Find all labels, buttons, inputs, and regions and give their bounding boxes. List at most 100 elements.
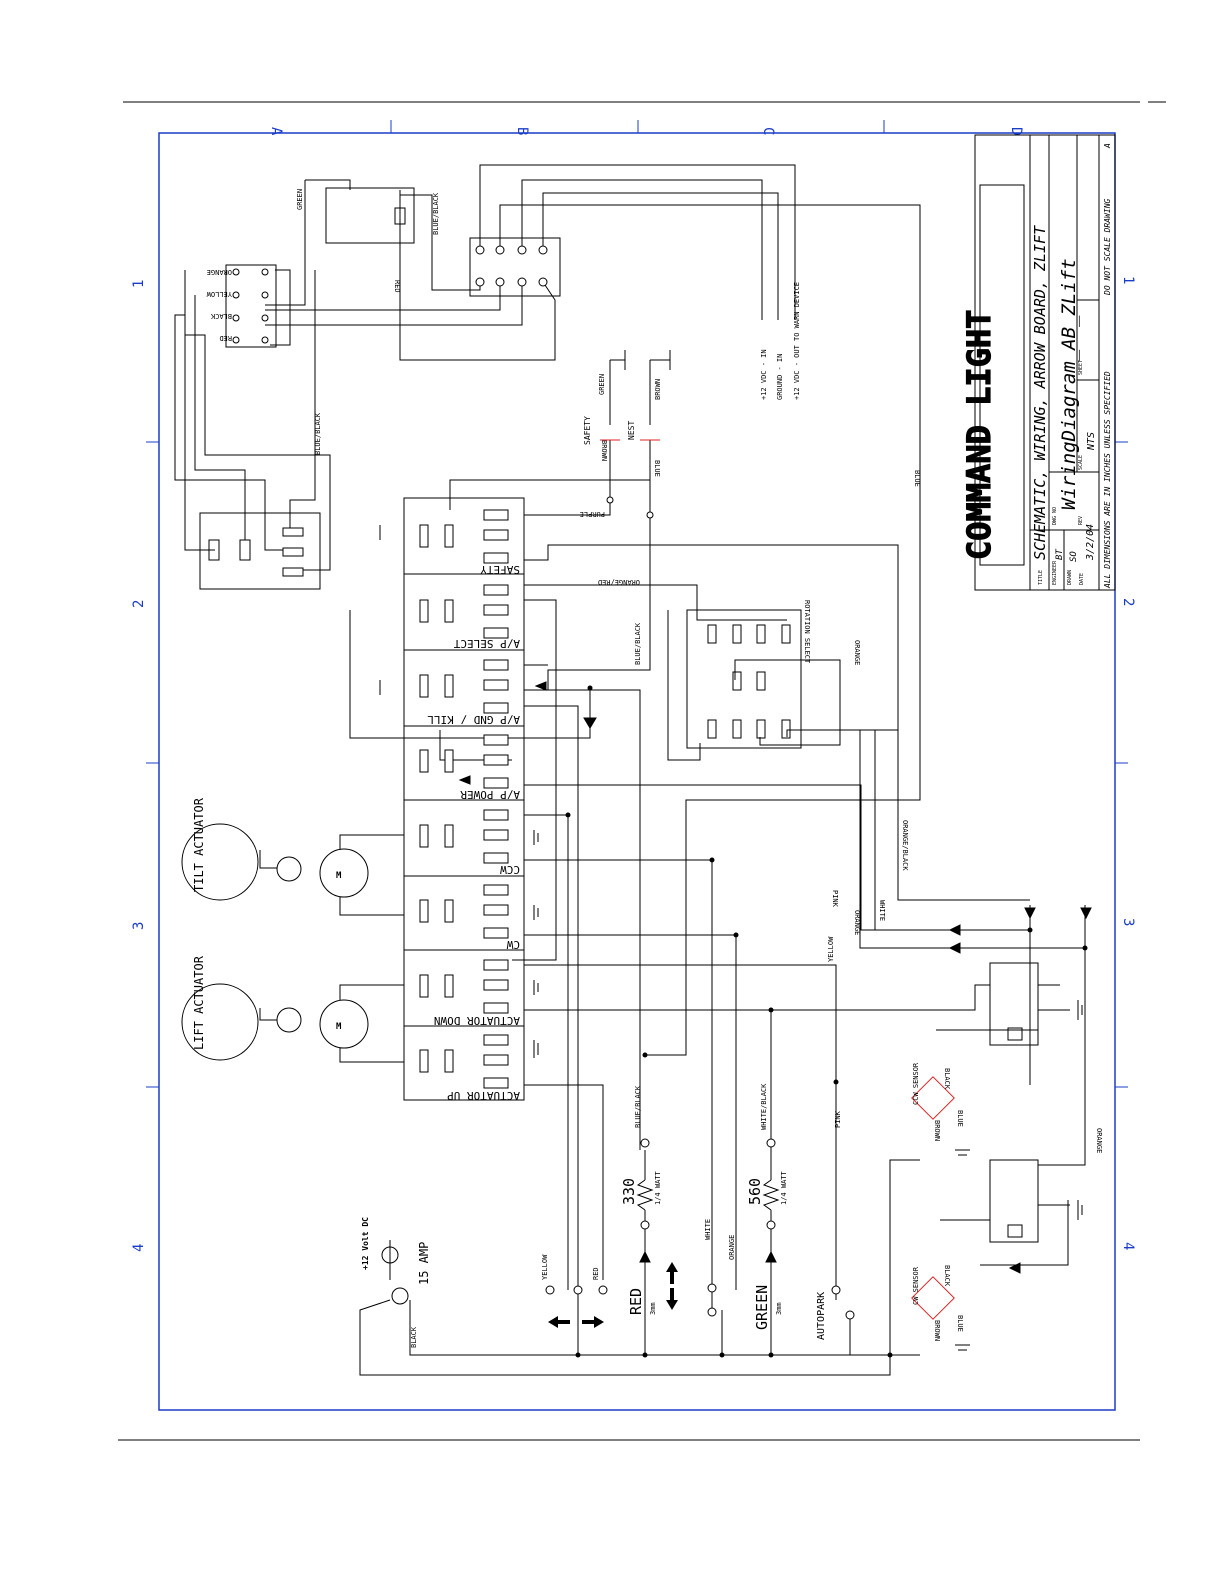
relay-pins: [419, 509, 509, 1089]
relay-label-safety: SAFETY: [480, 563, 520, 576]
wire-label-yellow: YELLOW: [206, 290, 232, 298]
supply-label: +12 Volt DC: [361, 1217, 370, 1270]
wire-label-orange-bottom: ORANGE: [728, 1235, 736, 1260]
engineer-label: ENGINEER: [1052, 560, 1058, 585]
zone-row-3: 3: [131, 922, 147, 930]
zone-row-3-right: 3: [1120, 918, 1136, 926]
wire-label-orange-red: ORANGE/RED: [598, 578, 640, 586]
wire-label-brown-ccw: BROWN: [933, 1120, 941, 1141]
direction-arrows: [548, 1262, 678, 1328]
scale-label: SCALE: [1078, 455, 1084, 470]
wire-label-green: GREEN: [296, 189, 304, 210]
wire-label-purple: PURPLE: [580, 510, 605, 518]
wire-label-blue-right: BLUE: [913, 470, 921, 487]
drawing-title: SCHEMATIC, WIRING, ARROW BOARD, ZLIFT: [1031, 225, 1049, 560]
cw-sensor-label: CW SENSOR: [912, 1266, 920, 1305]
wire-label-pink-top: PINK: [831, 890, 839, 908]
relay-label-ap-select: A/P SELECT: [453, 637, 520, 650]
wire-label-blue-black-top: BLUE/BLACK: [432, 192, 440, 235]
drawn-label: DRAWN: [1067, 570, 1073, 585]
led-green-size: 3mm: [775, 1302, 783, 1315]
relay-label-ap-power: A/P POWER: [460, 788, 520, 801]
tilt-actuator-label: TILT ACTUATOR: [192, 797, 206, 892]
warn-out-label: +12 VDC - OUT TO WARN DEVICE: [793, 282, 801, 400]
power-in-label: +12 VDC - IN: [760, 349, 768, 400]
relay-label-cw: CW: [506, 938, 520, 951]
wire-label-orange-black: ORANGE/BLACK: [901, 820, 909, 871]
nest-switch-label: NEST: [627, 421, 636, 440]
resistor-560-watt: 1/4 WATT: [780, 1170, 788, 1205]
dwg-number: WiringDiagram_AB_ZLift: [1058, 258, 1080, 510]
resistor-330-watt: 1/4 WATT: [654, 1170, 662, 1205]
tilt-motor-label: M: [336, 871, 342, 881]
wire-label-black-ccw: BLACK: [943, 1068, 951, 1090]
zone-row-2-right: 2: [1120, 598, 1136, 606]
sheet-letter: A: [1103, 143, 1112, 149]
ground-in-label: GROUND - IN: [776, 354, 784, 400]
dwg-label: DWG NO: [1052, 507, 1058, 525]
wire-label-black-cw: BLACK: [943, 1265, 951, 1287]
zone-row-1-right: 1: [1120, 276, 1136, 284]
wire-label-brown-cw: BROWN: [933, 1320, 941, 1341]
wire-label-blue-black-bottom: BLUE/BLACK: [634, 1085, 642, 1128]
zone-col-b: B: [514, 127, 530, 135]
date-label: DATE: [1079, 573, 1085, 585]
wire-label-green-safety: GREEN: [598, 374, 606, 395]
rotation-select-label: ROTATION SELECT: [803, 600, 811, 664]
resistor-560-value: 560: [746, 1178, 764, 1205]
wire-label-white-black: WHITE/BLACK: [760, 1083, 768, 1130]
wire-label-yellow-mid: YELLOW: [827, 936, 835, 962]
relay-label-actuator-up: ACTUATOR UP: [447, 1089, 520, 1102]
zone-row-1: 1: [131, 280, 147, 288]
ccw-sensor-label: CCW SENSOR: [912, 1062, 920, 1105]
zone-col-c: C: [760, 127, 776, 135]
connector-pins: [232, 245, 855, 1320]
wire-label-blue-ccw: BLUE: [956, 1110, 964, 1127]
led-red-size: 3mm: [649, 1302, 657, 1315]
wire-label-blue-nest: BLUE: [653, 460, 661, 477]
rev-label: REV: [1078, 516, 1084, 525]
wire-label-white-bottom: WHITE: [704, 1219, 712, 1240]
wire-label-white-right: WHITE: [878, 900, 886, 921]
safety-switch-label: SAFETY: [583, 416, 592, 445]
zone-row-4: 4: [131, 1244, 147, 1252]
wire-label-yellow-bottom: YELLOW: [541, 1254, 549, 1280]
date-value: 3/2/04: [1085, 524, 1096, 561]
wire-label-orange: ORANGE: [207, 268, 232, 276]
logo-text: COMMAND LIGHT: [960, 310, 998, 560]
wire-label-red-bottom: RED: [592, 1267, 600, 1280]
relay-label-ccw: CCW: [500, 863, 520, 876]
relay-label-ap-gnd-kill: A/P GND / KILL: [427, 713, 520, 726]
drawn-value: SO: [1069, 551, 1079, 562]
engineer-value: BT: [1055, 549, 1065, 560]
title-block: COMMAND LIGHT TITLE SCHEMATIC, WIRING, A…: [959, 134, 1116, 591]
lift-actuator-label: LIFT ACTUATOR: [192, 955, 206, 1050]
wire-label-pink-bottom: PINK: [834, 1110, 842, 1128]
sheet-label: SHEET: [1078, 360, 1084, 375]
wire-label-blue-black-left: BLUE/BLACK: [314, 412, 322, 455]
wire-label-blue-black-mid: BLUE/BLACK: [634, 622, 642, 665]
zone-col-d: D: [1008, 127, 1024, 135]
led-red-label: RED: [627, 1288, 645, 1315]
fuse-label: 15 AMP: [417, 1242, 431, 1285]
scale-note: DO NOT SCALE DRAWING: [1103, 198, 1112, 296]
scale-value: NTS: [1086, 432, 1097, 451]
relay-label-actuator-down: ACTUATOR DOWN: [434, 1014, 520, 1027]
wire-label-black-bottom: BLACK: [410, 1326, 418, 1348]
title-label: TITLE: [1038, 570, 1044, 585]
dimension-note: ALL DIMENSIONS ARE IN INCHES UNLESS SPEC…: [1103, 371, 1112, 589]
resistor-330-value: 330: [620, 1178, 638, 1205]
wire-label-red: RED: [219, 334, 232, 342]
wire-label-blue-cw: BLUE: [956, 1315, 964, 1332]
wire-network: [174, 164, 1092, 1376]
wire-label-orange-right: ORANGE: [853, 910, 861, 935]
company-logo: COMMAND LIGHT: [959, 184, 1025, 566]
autopark-label: AUTOPARK: [816, 1292, 827, 1340]
wire-label-orange-sensor: ORANGE: [1095, 1128, 1103, 1153]
wire-label-brown-nest: BROWN: [654, 379, 662, 400]
zone-row-2: 2: [131, 600, 147, 608]
lift-motor-label: M: [336, 1022, 342, 1032]
wire-label-brown-safety: BROWN: [600, 440, 608, 461]
zone-col-a: A: [268, 127, 284, 136]
